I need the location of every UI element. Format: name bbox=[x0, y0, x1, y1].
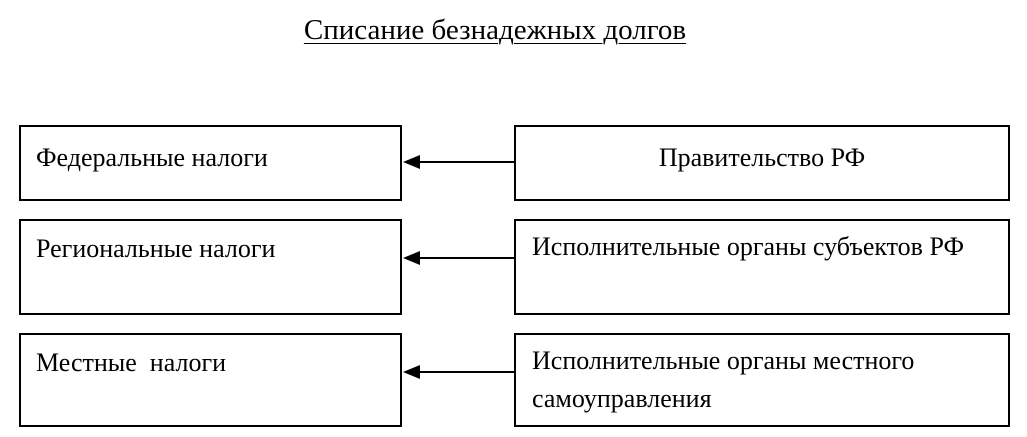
arrow-row-2 bbox=[403, 251, 514, 265]
tax-box-regional: Региональные налоги bbox=[19, 219, 402, 315]
authority-box-government: Правительство РФ bbox=[514, 125, 1010, 201]
diagram-title: Списание безнадежных долгов bbox=[303, 14, 687, 46]
tax-box-local: Местные налоги bbox=[19, 333, 402, 427]
tax-box-federal: Федеральные налоги bbox=[19, 125, 402, 201]
arrow-row-3 bbox=[403, 365, 514, 379]
authority-label-local-executive: Исполнительные органы местного самоуправ… bbox=[532, 346, 915, 413]
arrow-row-1 bbox=[403, 155, 514, 169]
authority-box-local-executive: Исполнительные органы местного самоуправ… bbox=[514, 333, 1010, 427]
authority-label-regional-executive: Исполнительные органы субъектов РФ bbox=[532, 232, 964, 261]
arrow-head-1 bbox=[403, 155, 420, 169]
authority-box-regional-executive: Исполнительные органы субъектов РФ bbox=[514, 219, 1010, 315]
tax-label-local: Местные налоги bbox=[36, 348, 227, 377]
authority-label-government: Правительство РФ bbox=[658, 143, 866, 172]
tax-label-federal: Федеральные налоги bbox=[36, 143, 268, 172]
tax-label-regional: Региональные налоги bbox=[36, 234, 276, 263]
arrow-head-2 bbox=[403, 251, 420, 265]
arrow-head-3 bbox=[403, 365, 420, 379]
